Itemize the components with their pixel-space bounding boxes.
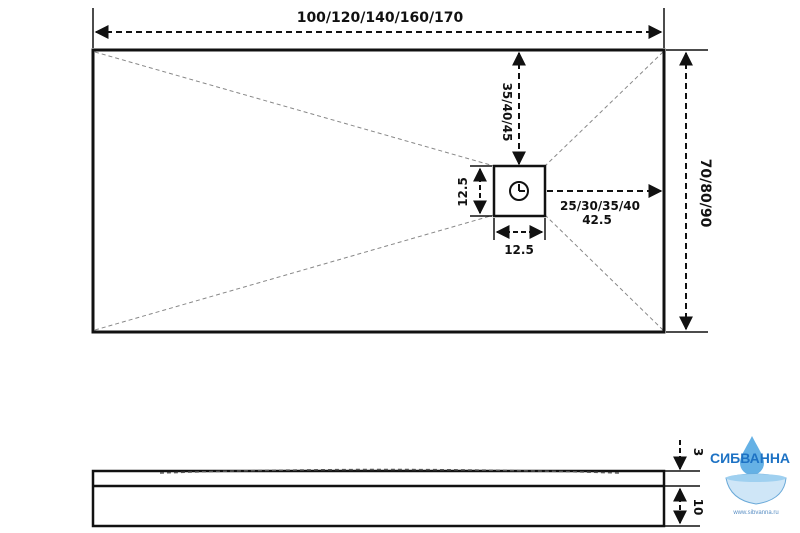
top-view: 100/120/140/160/170 70/80/90 35/40/45 25… xyxy=(91,8,713,334)
drain-width-label: 12.5 xyxy=(504,243,534,257)
drain-top-label: 35/40/45 xyxy=(500,83,514,142)
profile-height-label: 10 xyxy=(691,499,705,516)
side-profile: 3 10 xyxy=(91,440,705,528)
drain-height-dimension: 12.5 xyxy=(456,165,492,217)
profile-outline xyxy=(91,469,666,528)
brand-name: СИБВАННА xyxy=(710,450,790,466)
brand-url: www.sibvanna.ru xyxy=(732,510,778,516)
slope-lines xyxy=(94,51,664,331)
width-label: 100/120/140/160/170 xyxy=(297,10,464,26)
depth-label: 70/80/90 xyxy=(697,159,713,228)
drain-width-dimension: 12.5 xyxy=(493,218,546,257)
drain-right-label-2: 42.5 xyxy=(582,213,612,227)
drain-clock-icon xyxy=(509,181,529,201)
depth-dimension: 70/80/90 xyxy=(666,49,713,333)
profile-top-label: 3 xyxy=(691,448,705,456)
bathtub-drop-logo-icon xyxy=(725,436,787,505)
width-dimension: 100/120/140/160/170 xyxy=(92,8,665,48)
profile-height-dimension: 10 xyxy=(664,487,705,527)
profile-top-dimension: 3 xyxy=(664,440,705,487)
brand-logo: СИБВАННА www.sibvanna.ru xyxy=(710,436,790,516)
drain-right-dimension: 25/30/35/40 42.5 xyxy=(547,184,663,227)
tray-outline xyxy=(91,48,666,334)
drain-right-label-1: 25/30/35/40 xyxy=(560,199,640,213)
drain-top-dimension: 35/40/45 xyxy=(500,51,526,166)
drain-height-label: 12.5 xyxy=(456,177,470,207)
